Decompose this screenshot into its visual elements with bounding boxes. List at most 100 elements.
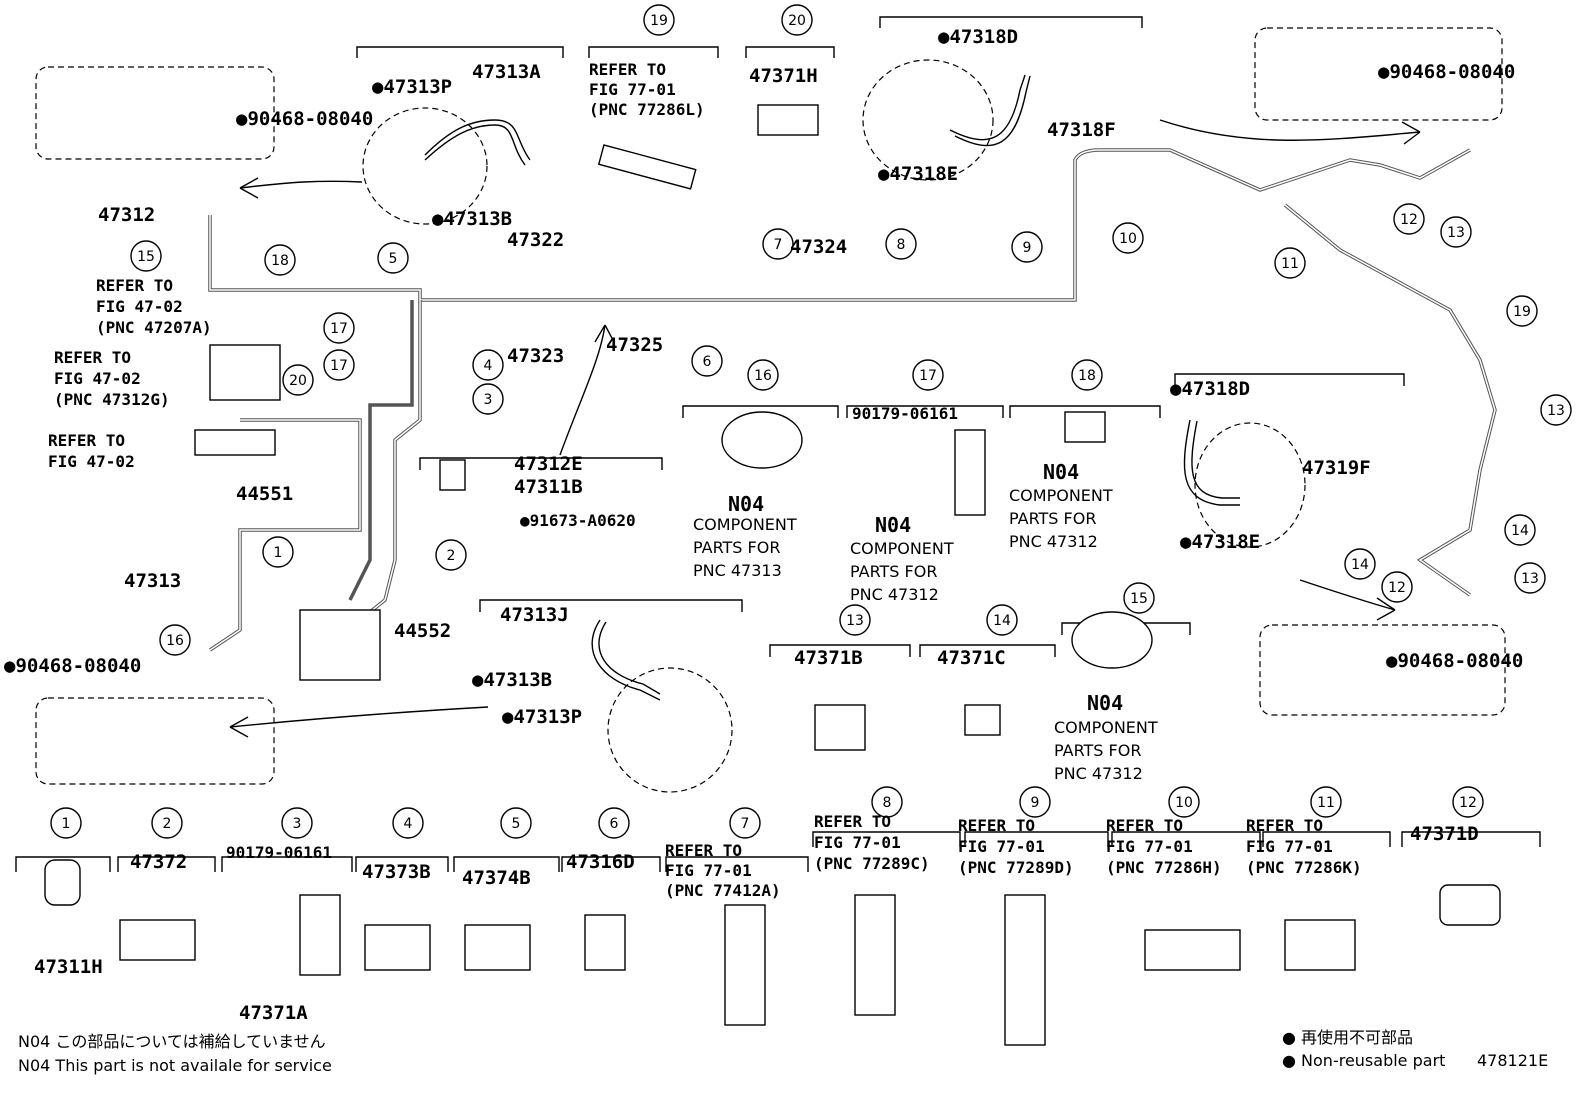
label-47318d-rear[interactable]: ●47318D xyxy=(1170,378,1250,400)
label-47371b[interactable]: 47371B xyxy=(794,647,863,669)
drawing-id: 478121E xyxy=(1477,1051,1548,1070)
label-47318d[interactable]: ●47318D xyxy=(938,26,1018,48)
label-47373b[interactable]: 47373B xyxy=(362,861,431,883)
n04-47312c-l3: PNC 47312 xyxy=(1054,764,1143,783)
callout-17b: 17 xyxy=(330,358,348,374)
label-47371c[interactable]: 47371C xyxy=(937,647,1006,669)
part-number-labels: 47313A ●47313P ●47313B ●90468-08040 4731… xyxy=(4,26,1523,1024)
callout-14: 14 xyxy=(1511,523,1529,539)
refer-77286h-l2: FIG 77-01 xyxy=(1106,837,1193,856)
label-47313[interactable]: 47313 xyxy=(124,570,181,592)
legend-n04-en: N04 This part is not availale for servic… xyxy=(18,1056,332,1075)
n04-47313-code: N04 xyxy=(728,492,764,516)
detail-circle-47318f xyxy=(862,59,994,181)
label-47372[interactable]: 47372 xyxy=(130,851,187,873)
callout-19: 19 xyxy=(650,13,668,29)
label-47371d[interactable]: 47371D xyxy=(1410,823,1479,845)
refer-77289c-l3: (PNC 77289C) xyxy=(814,854,930,873)
callout-7b: 7 xyxy=(741,816,750,832)
callout-5b: 5 xyxy=(512,816,521,832)
callout-4: 4 xyxy=(484,358,493,374)
n04-notes: N04 COMPONENT PARTS FOR PNC 47313 N04 CO… xyxy=(693,460,1158,783)
callout-15: 15 xyxy=(137,249,155,265)
refer-77412a-l1: REFER TO xyxy=(665,841,742,860)
callout-12b: 12 xyxy=(1388,580,1406,596)
n04-47312a-code: N04 xyxy=(875,513,911,537)
refer-77289d-l2: FIG 77-01 xyxy=(958,837,1045,856)
callout-13d: 13 xyxy=(846,613,864,629)
label-47313p-rear[interactable]: ●47313P xyxy=(502,706,582,728)
label-47318e-rear[interactable]: ●47318E xyxy=(1180,531,1260,553)
callout-20: 20 xyxy=(788,13,806,29)
callout-9b: 9 xyxy=(1031,795,1040,811)
label-47325[interactable]: 47325 xyxy=(606,334,663,356)
n04-47312a-l2: PARTS FOR xyxy=(850,562,937,581)
detail-circle-47319f xyxy=(1194,422,1306,548)
callout-19b: 19 xyxy=(1513,304,1531,320)
refer-77286l-l1: REFER TO xyxy=(589,60,666,79)
label-47371h[interactable]: 47371H xyxy=(749,65,818,87)
callout-6: 6 xyxy=(703,354,712,370)
callout-1b: 1 xyxy=(62,816,71,832)
legend-nonreusable-en: ● Non-reusable part xyxy=(1282,1051,1445,1070)
callout-12c: 12 xyxy=(1459,795,1477,811)
refer-77289c-l1: REFER TO xyxy=(814,812,891,831)
callout-15b: 15 xyxy=(1130,591,1148,607)
refer-47207a-l3: (PNC 47207A) xyxy=(96,318,212,337)
label-47313j[interactable]: 47313J xyxy=(500,604,569,626)
callout-circles xyxy=(50,4,1572,839)
label-47313p[interactable]: ●47313P xyxy=(372,76,452,98)
refer-47207a-l2: FIG 47-02 xyxy=(96,297,183,316)
refer-47207a-l1: REFER TO xyxy=(96,276,173,295)
callout-17c: 17 xyxy=(919,368,937,384)
detail-circle-47313j xyxy=(607,667,733,793)
callout-4b: 4 xyxy=(404,816,413,832)
label-47318f[interactable]: 47318F xyxy=(1047,119,1116,141)
refer-4702-l1: REFER TO xyxy=(48,431,125,450)
label-47318e[interactable]: ●47318E xyxy=(878,163,958,185)
label-47312[interactable]: 47312 xyxy=(98,204,155,226)
callout-13: 13 xyxy=(1447,225,1465,241)
label-47313b[interactable]: ●47313B xyxy=(432,208,512,230)
n04-47312c-l2: PARTS FOR xyxy=(1054,741,1141,760)
n04-47312a-l3: PNC 47312 xyxy=(850,585,939,604)
label-47311b[interactable]: 47311B xyxy=(514,476,583,498)
label-90179-06161[interactable]: 90179-06161 xyxy=(852,404,958,423)
label-47324[interactable]: 47324 xyxy=(790,236,847,258)
label-90468-08040-rl[interactable]: ●90468-08040 xyxy=(4,655,141,677)
label-47323[interactable]: 47323 xyxy=(507,345,564,367)
flex-hoses xyxy=(424,74,1240,701)
label-44552[interactable]: 44552 xyxy=(394,620,451,642)
label-90468-08040-rr[interactable]: ●90468-08040 xyxy=(1386,650,1523,672)
label-47313b-rear[interactable]: ●47313B xyxy=(472,669,552,691)
label-47319f[interactable]: 47319F xyxy=(1302,457,1371,479)
label-47374b[interactable]: 47374B xyxy=(462,867,531,889)
label-90468-08040-fl[interactable]: ●90468-08040 xyxy=(236,108,373,130)
refer-77412a-l3: (PNC 77412A) xyxy=(665,881,781,900)
callout-16b: 16 xyxy=(166,633,184,649)
label-44551[interactable]: 44551 xyxy=(236,483,293,505)
callout-6b: 6 xyxy=(610,816,619,832)
callout-14b: 14 xyxy=(1351,557,1369,573)
callout-18b: 18 xyxy=(1078,368,1096,384)
n04-47312b-l3: PNC 47312 xyxy=(1009,532,1098,551)
n04-47312b-code: N04 xyxy=(1043,460,1079,484)
refer-77286k-l3: (PNC 77286K) xyxy=(1246,858,1362,877)
mount-area-box-rear-left xyxy=(35,697,275,785)
callout-1: 1 xyxy=(274,545,283,561)
label-47371a[interactable]: 47371A xyxy=(239,1002,308,1024)
refer-77286h-l3: (PNC 77286H) xyxy=(1106,858,1222,877)
callout-13b: 13 xyxy=(1547,403,1565,419)
n04-47312c-l1: COMPONENT xyxy=(1054,718,1158,737)
label-47316d[interactable]: 47316D xyxy=(566,851,635,873)
label-47311h[interactable]: 47311H xyxy=(34,956,103,978)
label-47312e[interactable]: 47312E xyxy=(514,453,583,475)
label-47322[interactable]: 47322 xyxy=(507,229,564,251)
callout-3: 3 xyxy=(484,392,493,408)
label-47313a[interactable]: 47313A xyxy=(472,61,541,83)
callout-16: 16 xyxy=(754,368,772,384)
label-91673-a0620[interactable]: ●91673-A0620 xyxy=(520,511,636,530)
label-90179-06161-b[interactable]: 90179-06161 xyxy=(226,843,332,862)
label-90468-08040-fr[interactable]: ●90468-08040 xyxy=(1378,61,1515,83)
refer-77289d-l3: (PNC 77289D) xyxy=(958,858,1074,877)
